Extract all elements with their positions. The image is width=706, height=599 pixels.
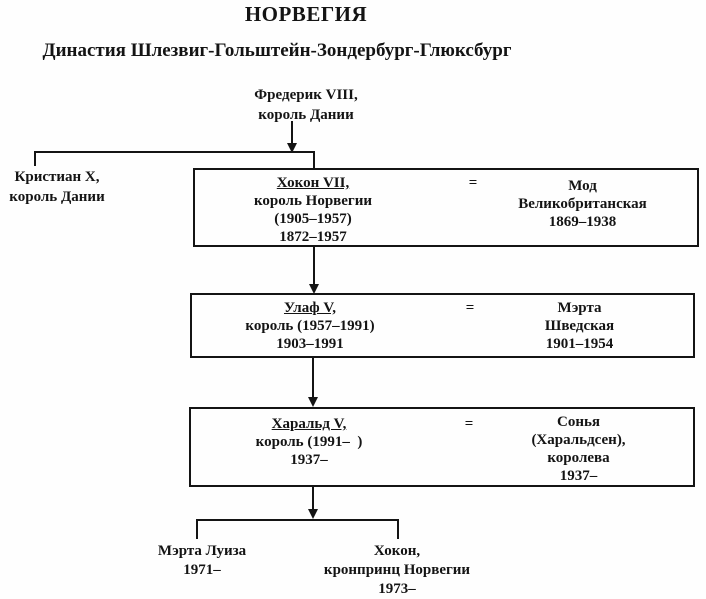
arrowhead-down-icon [309,284,319,294]
person-name: Фредерик VIII, [254,87,358,103]
arrowhead-down-icon [287,143,297,153]
node-martha-louise: Мэрта Луиза 1971– [158,542,246,580]
monarch-name: Харальд V, [271,416,347,432]
connector-haakon-crown-prince-drop [397,519,399,539]
person-name: Кристиан X, [14,169,100,185]
spouse-sonja: Сонья (Харальдсен), королева 1937– [491,413,666,485]
spouse-origin: Великобританская [518,196,647,212]
connector-box3-children [312,487,314,511]
dynasty-subtitle: Династия Шлезвиг-Гольштейн-Зондербург-Гл… [42,40,512,61]
monarch-olav-v: Улаф V, король (1957–1991) 1903–1991 [192,299,428,353]
spouse-name: Сонья [556,414,601,430]
connector-haakon-drop [313,151,315,170]
life-years: 1872–1957 [279,229,347,245]
life-years: 1901–1954 [545,336,614,352]
connector-children-line [196,519,399,521]
arrowhead-down-icon [308,509,318,519]
spouse-maiden-name: (Харальдсен), [531,432,626,448]
spouse-maud: Мод Великобританская 1869–1938 [495,177,670,231]
node-haakon-crown-prince: Хокон, кронпринц Норвегии 1973– [324,542,470,599]
person-name: Мэрта Луиза [157,543,247,559]
life-years: 1937– [290,452,328,468]
life-years: 1869–1938 [548,214,617,230]
marriage-box-haakon-vii: Хокон VII, король Норвегии (1905–1957) 1… [193,168,699,247]
spouse-martha: Мэрта Шведская 1901–1954 [492,299,667,353]
life-years: 1903–1991 [276,336,344,352]
equals-sign: = [465,300,475,316]
marriage-box-olav-v: Улаф V, король (1957–1991) 1903–1991 = М… [190,293,695,358]
marriage-box-harald-v: Харальд V, король (1991– ) 1937– = Сонья… [189,407,695,487]
connector-frederik-down [291,121,293,145]
connector-christian-drop [34,151,36,166]
equals-sign: = [464,416,474,432]
person-title: король Дании [9,189,105,205]
page-title: НОРВЕГИЯ [244,2,368,26]
monarch-title: король (1991– ) [255,434,363,450]
node-frederik-viii: Фредерик VIII, король Дании [254,85,357,125]
equals-sign: = [468,175,478,191]
node-christian-x: Кристиан X, король Дании [9,167,104,207]
monarch-title: король (1957–1991) [245,318,375,334]
connector-box1-box2 [313,247,315,286]
connector-siblings-line [34,151,315,153]
spouse-origin: Шведская [544,318,615,334]
arrowhead-down-icon [308,397,318,407]
monarch-name: Улаф V, [283,300,336,316]
monarch-name: Хокон VII, [276,175,350,191]
life-years: 1971– [183,562,221,578]
reign-years: (1905–1957) [274,211,352,227]
monarch-haakon-vii: Хокон VII, король Норвегии (1905–1957) 1… [195,174,431,246]
spouse-name: Мэрта [557,300,602,316]
monarch-title: король Норвегии [253,193,373,209]
life-years: 1973– [378,581,416,597]
person-title: король Дании [258,107,354,123]
life-years: 1937– [559,468,598,484]
person-title: кронпринц Норвегии [323,562,471,578]
connector-box2-box3 [312,358,314,399]
monarch-harald-v: Харальд V, король (1991– ) 1937– [191,415,427,469]
person-name: Хокон, [373,543,421,559]
spouse-name: Мод [568,178,597,194]
connector-martha-louise-drop [196,519,198,539]
spouse-title: королева [547,450,610,466]
